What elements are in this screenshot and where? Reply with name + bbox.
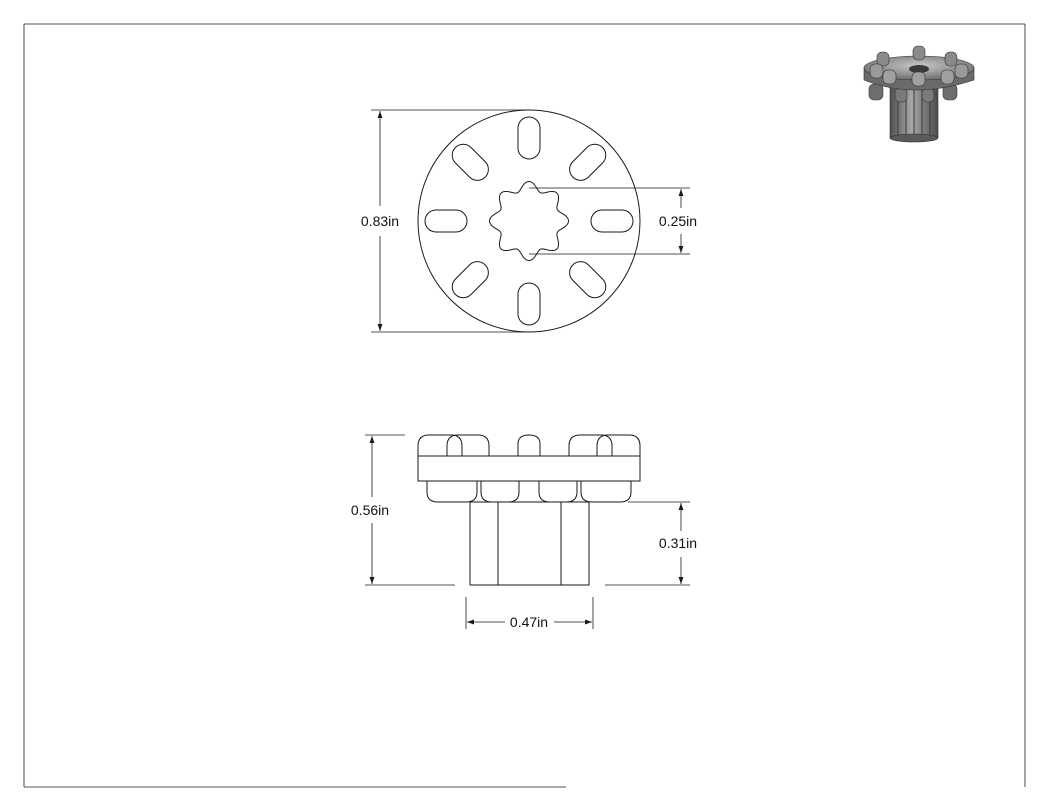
top-view-slot xyxy=(590,209,634,233)
top-view: 0.83in 0.25in xyxy=(361,109,697,333)
side-lower-peg xyxy=(580,481,632,503)
isometric-preview xyxy=(863,45,975,143)
outer-diameter-label: 0.83in xyxy=(361,213,399,229)
side-upper-peg xyxy=(446,434,490,456)
side-upper-peg xyxy=(417,434,463,456)
side-lower-peg xyxy=(480,481,520,503)
side-hub xyxy=(469,501,590,586)
bore-label: 0.25in xyxy=(659,213,697,229)
top-view-slot xyxy=(424,209,468,233)
top-view-slot xyxy=(569,261,607,299)
dim-overall-height: 0.56in xyxy=(351,434,455,586)
hub-height-label: 0.31in xyxy=(659,535,697,551)
overall-height-label: 0.56in xyxy=(351,502,389,518)
top-view-outer-circle xyxy=(417,109,641,333)
side-lower-peg xyxy=(538,481,578,503)
dim-bore: 0.25in xyxy=(529,187,697,255)
dim-outer-diameter: 0.83in xyxy=(361,109,529,333)
top-view-slot xyxy=(451,261,489,299)
side-lower-peg xyxy=(426,481,478,503)
side-upper-peg xyxy=(596,434,641,456)
side-upper-peg xyxy=(517,434,541,456)
side-flange xyxy=(417,455,641,482)
side-view: 0.56in 0.31in 0.47in xyxy=(351,434,697,630)
top-view-slot xyxy=(569,143,607,181)
top-view-slot xyxy=(517,116,541,160)
top-view-slots xyxy=(424,116,634,326)
dim-hub-width: 0.47in xyxy=(465,597,594,630)
hub-width-label: 0.47in xyxy=(510,614,548,630)
top-view-slot xyxy=(451,143,489,181)
side-upper-peg xyxy=(568,434,613,456)
top-view-slot xyxy=(517,282,541,326)
top-view-spline-bore xyxy=(488,180,570,262)
sheet-border xyxy=(23,23,1026,788)
dim-hub-height: 0.31in xyxy=(605,501,697,586)
